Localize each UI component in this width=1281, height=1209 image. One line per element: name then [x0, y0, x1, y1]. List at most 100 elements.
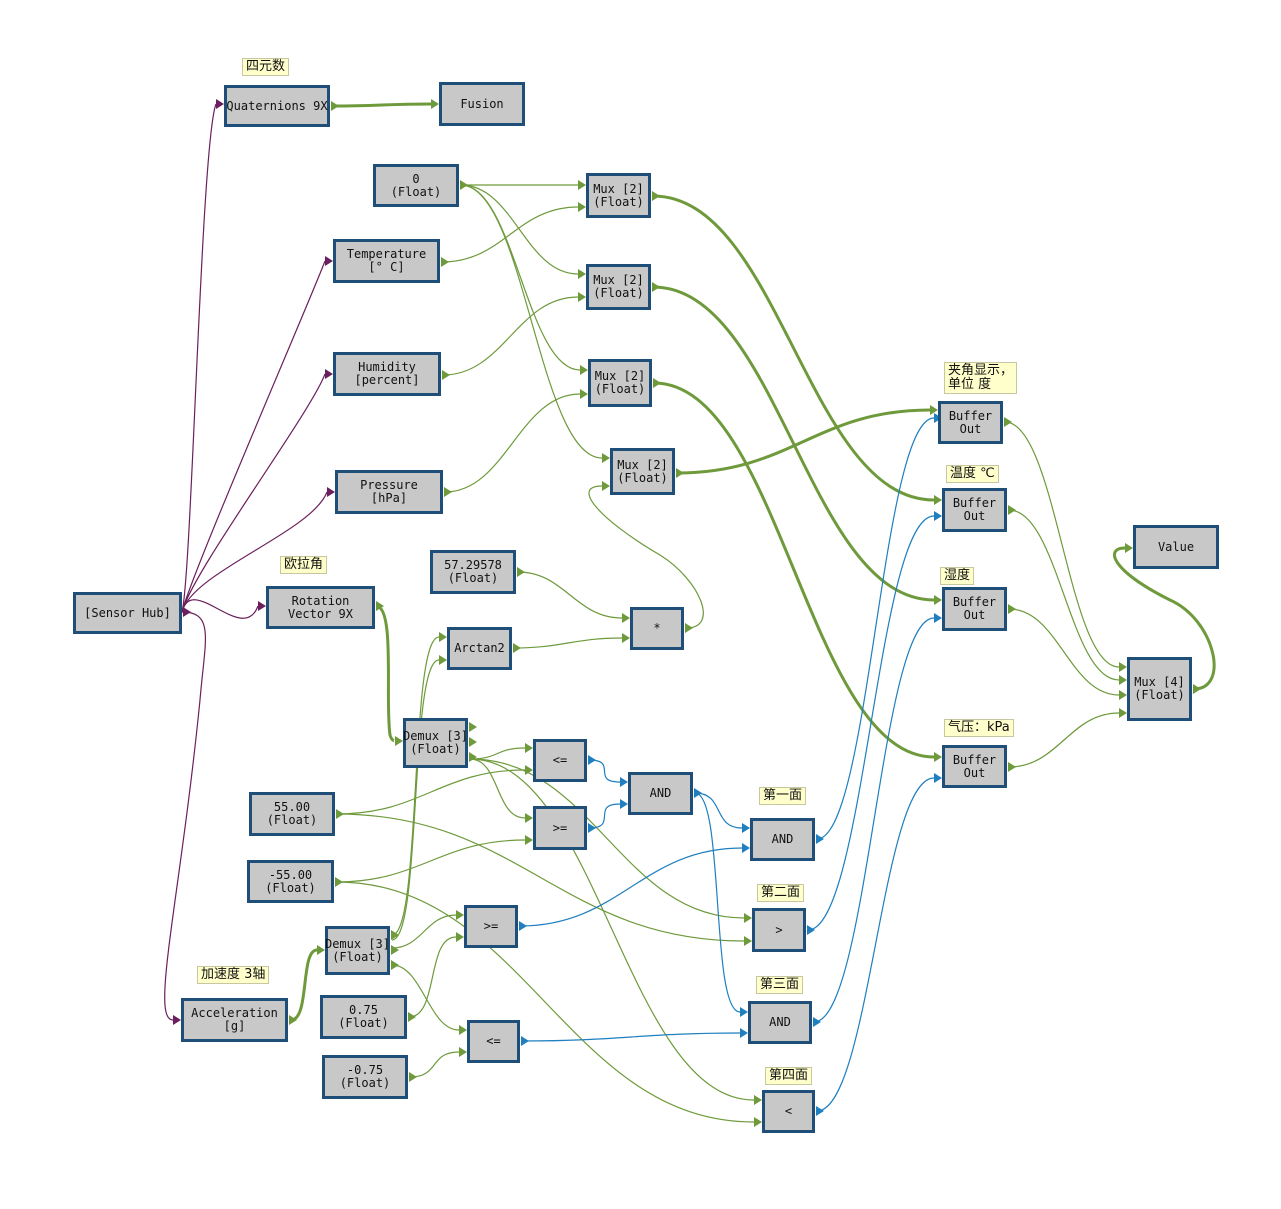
output-port-18	[391, 945, 399, 955]
wire-buf1-mux4f	[1004, 421, 1120, 668]
output-port-11	[517, 567, 525, 577]
wire-demux1-le1	[469, 747, 526, 760]
wire-mux4f-value-arrow	[1125, 543, 1133, 553]
output-port-37	[1008, 762, 1016, 772]
note-face3: 第三面	[756, 976, 804, 994]
ge-node-1[interactable]: >=	[533, 806, 587, 850]
wire-hub-rotation-arrow	[258, 601, 266, 611]
wire-zero-mux3	[460, 184, 581, 371]
and-node-main[interactable]: AND	[628, 772, 693, 815]
wire-hub-quaternions	[181, 103, 217, 613]
quaternions-node[interactable]: Quaternions 9X	[224, 85, 330, 127]
note-face2: 第二面	[757, 884, 805, 902]
wire-arctan-multiply-arrow	[622, 633, 630, 643]
wire-andface1-buf1	[816, 417, 935, 840]
temperature-node[interactable]: Temperature [° C]	[333, 239, 440, 283]
output-port-34	[1004, 417, 1012, 427]
note-euler: 欧拉角	[280, 556, 328, 574]
const-zero-node[interactable]: 0 (Float)	[373, 164, 459, 207]
wire-hub-pressure-arrow	[327, 487, 335, 497]
buffer-out-node-1[interactable]: Buffer Out	[938, 401, 1003, 444]
wire-lt-buf4-arrow	[934, 773, 942, 783]
wire-quaternions-fusion	[332, 102, 432, 108]
wire-andface3-buf3	[813, 617, 935, 1023]
buffer-out-node-3[interactable]: Buffer Out	[942, 587, 1007, 631]
le-node-1[interactable]: <=	[533, 739, 587, 782]
output-port-38	[1193, 684, 1201, 694]
output-port-4	[444, 487, 452, 497]
ge-node-2[interactable]: >=	[464, 905, 518, 948]
wire-humid-mux2-arrow	[578, 292, 586, 302]
output-port-21	[588, 823, 596, 833]
wire-m075-le2	[409, 1051, 460, 1078]
humidity-node[interactable]: Humidity [percent]	[333, 352, 441, 396]
rotation-vector-node[interactable]: Rotation Vector 9X	[266, 586, 375, 629]
wire-le2-andface3-arrow	[740, 1028, 748, 1038]
const-57-node[interactable]: 57.29578 (Float)	[430, 550, 516, 594]
output-port-13	[685, 623, 693, 633]
demux3-node-1[interactable]: Demux [3] (Float)	[403, 718, 468, 768]
const-minus55-node[interactable]: -55.00 (Float)	[247, 860, 334, 903]
wire-demux2-arctan-a-arrow	[439, 632, 447, 642]
mux2-node-2[interactable]: Mux [2] (Float)	[586, 264, 651, 310]
output-port-1	[460, 180, 468, 190]
wire-temp-mux1	[441, 206, 579, 263]
and-node-face1[interactable]: AND	[750, 818, 815, 861]
acceleration-node[interactable]: Acceleration [g]	[181, 998, 288, 1042]
output-port-9	[183, 607, 191, 617]
wire-mux2-buffer3	[652, 285, 935, 602]
wire-mux1-buffer2	[652, 194, 935, 502]
wire-hub-humidity	[181, 373, 326, 613]
fusion-node[interactable]: Fusion	[439, 82, 525, 126]
and-node-face3[interactable]: AND	[748, 1001, 812, 1044]
wire-zero-mux3-arrow	[580, 365, 588, 375]
output-port-25	[336, 809, 344, 819]
demux3-node-2[interactable]: Demux [3] (Float)	[325, 926, 390, 975]
wire-and-andface3-arrow	[740, 1007, 748, 1017]
buffer-out-node-4[interactable]: Buffer Out	[942, 745, 1007, 788]
note-quaternion: 四元数	[242, 58, 290, 76]
output-port-33	[816, 1106, 824, 1116]
output-port-12	[513, 643, 521, 653]
lt-node-face4[interactable]: <	[762, 1090, 815, 1133]
wire-buf2-mux4f-arrow	[1119, 675, 1127, 685]
wire-hub-temperature-arrow	[325, 256, 333, 266]
wire-mux3-buffer4	[653, 381, 935, 759]
wire-075-ge2	[408, 936, 457, 1018]
mux4-node[interactable]: Mux [4] (Float)	[1127, 657, 1192, 721]
buffer-out-node-2[interactable]: Buffer Out	[942, 488, 1007, 532]
mux2-node-3[interactable]: Mux [2] (Float)	[588, 359, 652, 407]
value-node[interactable]: Value	[1133, 525, 1219, 569]
mux2-node-4[interactable]: Mux [2] (Float)	[610, 448, 675, 495]
wire-le2-andface3	[521, 1032, 741, 1042]
output-port-2	[441, 257, 449, 267]
output-port-17	[391, 930, 399, 940]
wire-m55-ge1-arrow	[525, 835, 533, 845]
const-minus075-node[interactable]: -0.75 (Float)	[322, 1055, 408, 1099]
wire-demux1-lt	[469, 758, 755, 1101]
multiply-node[interactable]: *	[630, 607, 684, 650]
const-075-node[interactable]: 0.75 (Float)	[320, 995, 407, 1039]
wire-gt-buf2-arrow	[934, 511, 942, 521]
wire-andface3-buf3-arrow	[934, 613, 942, 623]
pressure-node[interactable]: Pressure [hPa]	[335, 470, 443, 514]
sensor-hub-node[interactable]: [Sensor Hub]	[73, 592, 182, 634]
output-port-8	[676, 468, 684, 478]
le-node-2[interactable]: <=	[467, 1020, 520, 1063]
wire-hub-rotation	[181, 599, 259, 619]
wire-demux2-arctan-b-arrow	[439, 655, 447, 665]
wire-mux4-buffer1-arrow	[930, 405, 938, 415]
output-port-20	[588, 755, 596, 765]
wire-press-mux3-arrow	[580, 389, 588, 399]
output-port-6	[652, 282, 660, 292]
wire-ge1-and-arrow	[620, 799, 628, 809]
arctan2-node[interactable]: Arctan2	[447, 627, 512, 670]
gt-node-face2[interactable]: >	[752, 908, 806, 952]
wire-57-multiply-arrow	[622, 613, 630, 623]
wire-le1-and-arrow	[620, 777, 628, 787]
mux2-node-1[interactable]: Mux [2] (Float)	[586, 173, 651, 218]
wire-hub-humidity-arrow	[325, 369, 333, 379]
output-port-7	[653, 378, 661, 388]
const-55-node[interactable]: 55.00 (Float)	[249, 792, 335, 836]
note-angle: 夹角显示， 单位 度	[944, 362, 1018, 394]
